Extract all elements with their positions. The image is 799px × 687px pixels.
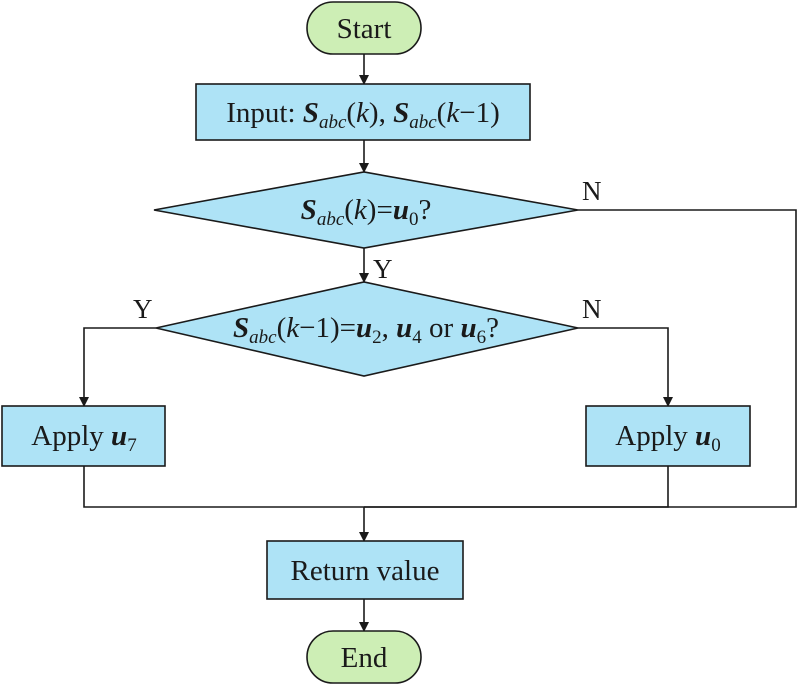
decision2-yes-label: Y	[133, 294, 153, 324]
edge-decision2-yes	[79, 327, 156, 407]
apply-u7-node: Apply u7	[1, 405, 166, 467]
apply-u0-label: Apply u0	[615, 420, 720, 456]
decision2-node: Sabc(k−1)=u2, u4 or u6?	[155, 281, 579, 377]
decision1-label: Sabc(k)=u0?	[301, 194, 432, 230]
end-label: End	[341, 642, 388, 674]
apply-u7-label: Apply u7	[31, 420, 136, 456]
decision2-label: Sabc(k−1)=u2, u4 or u6?	[233, 312, 499, 348]
edge-decision2-no	[578, 327, 673, 407]
edge-apply-u0-merge	[364, 466, 669, 508]
input-label: Input: Sabc(k), Sabc(k−1)	[226, 97, 499, 133]
edge-apply-u7-merge	[83, 466, 364, 508]
apply-u0-node: Apply u0	[585, 405, 751, 467]
decision1-yes-label: Y	[373, 254, 393, 284]
start-node: Start	[306, 1, 422, 55]
start-label: Start	[337, 13, 392, 45]
decision1-node: Sabc(k)=u0?	[153, 171, 579, 249]
end-node: End	[306, 630, 422, 684]
return-label: Return value	[291, 555, 440, 587]
decision1-no-label: N	[582, 176, 602, 206]
return-node: Return value	[266, 540, 464, 600]
input-node: Input: Sabc(k), Sabc(k−1)	[195, 83, 531, 141]
decision2-no-label: N	[582, 294, 602, 324]
